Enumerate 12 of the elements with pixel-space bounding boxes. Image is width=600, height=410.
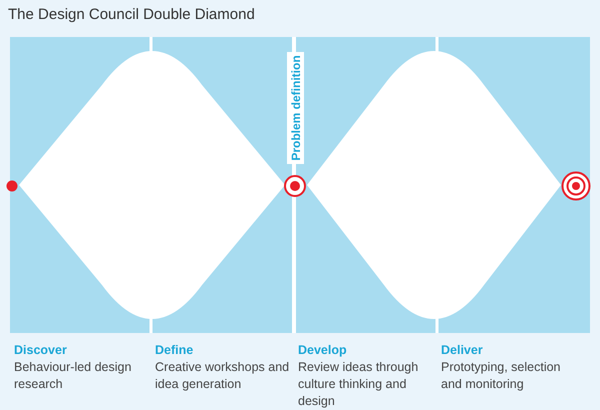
phase-description: Creative workshops and idea generation [155,359,290,393]
start-dot [5,179,19,193]
phase-description: Behaviour-led design research [14,359,132,393]
phase-description: Prototyping, selection and monitoring [441,359,562,393]
phase-heading: Define [155,342,194,359]
rotated-label: Problem definition [287,52,304,164]
phase-heading: Deliver [441,342,483,359]
phase-heading: Develop [298,342,347,359]
phase-heading: Discover [14,342,67,359]
title: The Design Council Double Diamond [8,6,255,23]
phase-description: Review ideas through culture thinking and design [298,359,420,410]
target-marker [561,171,591,201]
